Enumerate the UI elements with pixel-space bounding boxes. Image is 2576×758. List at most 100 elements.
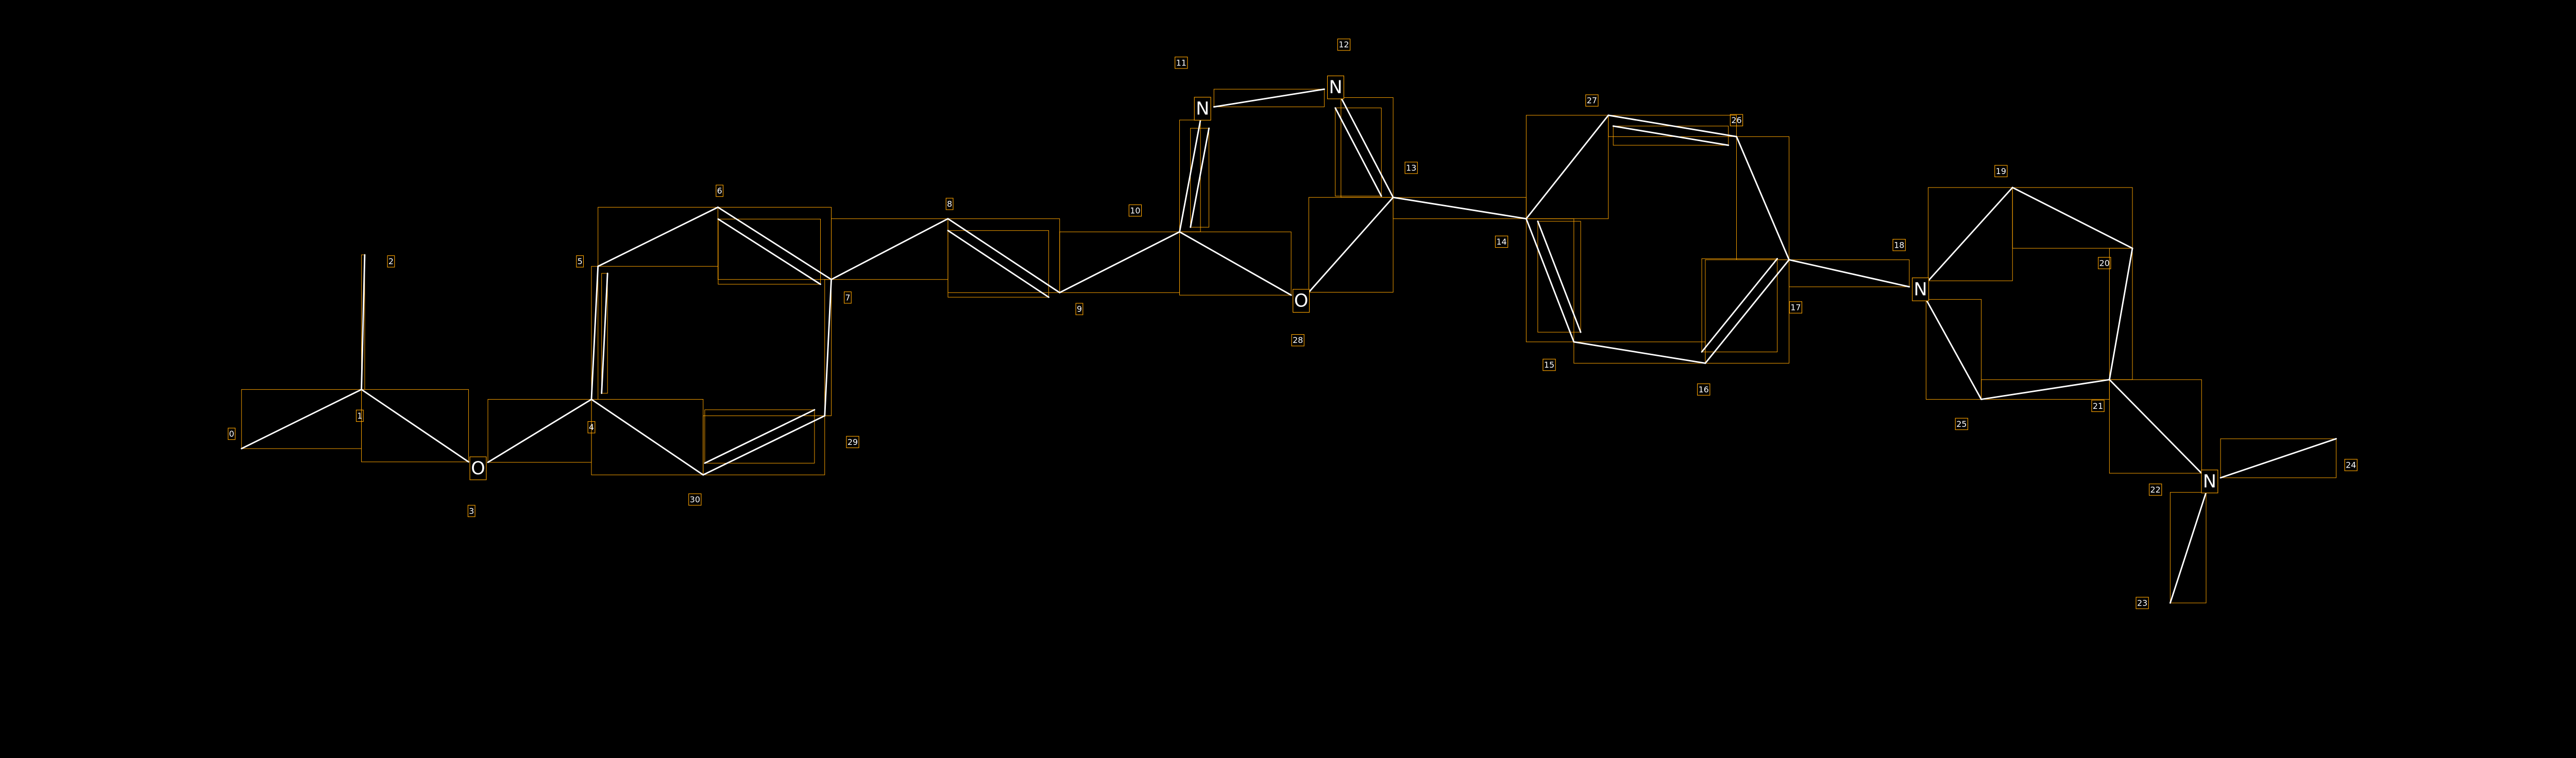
atom-index-label: 25 — [1956, 419, 1967, 429]
double-bond-line — [702, 415, 826, 476]
atom-index-box — [1495, 235, 1509, 248]
atom-30: 30 — [688, 493, 702, 506]
atom-symbol-box — [1912, 277, 1929, 301]
atom-index-label: 23 — [2137, 598, 2147, 608]
atom-index-box — [1585, 94, 1599, 107]
atom-23: 23 — [2136, 597, 2149, 609]
bond-bounding-box — [1789, 259, 1910, 287]
single-bond-line — [597, 206, 719, 267]
single-bond-line — [824, 279, 832, 417]
atoms: 012O345678910N11N121314151617N18192021N2… — [228, 39, 2358, 609]
atom-index-box — [1404, 162, 1418, 174]
atom-index-box — [843, 291, 852, 304]
atom-index-label: 29 — [848, 437, 858, 447]
atom-symbol: N — [2203, 471, 2216, 492]
single-bond-line — [361, 254, 366, 390]
atom-index-box — [1337, 39, 1351, 51]
atom-symbol: N — [1196, 98, 1209, 119]
atom-index-label: 4 — [589, 422, 594, 432]
atom-symbol-box — [1194, 97, 1211, 120]
atom-index-box — [1955, 418, 1969, 430]
single-bond-line — [2219, 438, 2337, 479]
bond-bounding-box — [1190, 128, 1210, 228]
atom-10: 10 — [1128, 204, 1142, 217]
atom-index-label: 20 — [2099, 258, 2110, 268]
atom-index-box — [846, 436, 859, 449]
atom-22: N 22 — [2148, 470, 2218, 496]
atom-index-box — [1175, 57, 1188, 69]
double-bond-line — [590, 265, 599, 400]
bond-bounding-box — [1573, 341, 1706, 364]
atom-index-label: 26 — [1731, 115, 1741, 125]
atom-index-label: 17 — [1790, 302, 1801, 312]
atom-15: 15 — [1543, 358, 1556, 371]
atom-index-label: 10 — [1130, 205, 1140, 215]
single-bond-line — [241, 388, 362, 450]
atom-index-label: 7 — [845, 292, 850, 302]
single-bond-line — [487, 399, 592, 463]
atom-21: 21 — [2091, 400, 2105, 412]
atom-index-label: 6 — [717, 186, 722, 196]
double-bond-line — [1607, 114, 1737, 137]
atom-index-label: 2 — [388, 256, 394, 266]
bond-bounding-box — [361, 389, 469, 462]
atom-index-label: 3 — [469, 506, 474, 516]
atom-index-box — [1697, 383, 1710, 396]
double-bond-inner-line — [1612, 125, 1730, 146]
single-bond-line — [1980, 378, 2110, 400]
atom-index-box — [1128, 204, 1142, 217]
atom-24: 24 — [2344, 459, 2358, 471]
bonds — [241, 88, 2337, 604]
bond-bounding-box — [591, 399, 704, 475]
atom-index-box — [587, 421, 596, 434]
atom-28: O28 — [1291, 289, 1310, 347]
atom-index-label: 30 — [690, 495, 700, 505]
atom-6: 6 — [716, 184, 724, 197]
atom-12: N12 — [1327, 39, 1351, 99]
bond-bounding-box — [2170, 492, 2207, 604]
atom-9: 9 — [1075, 303, 1083, 315]
atom-index-label: 13 — [1406, 163, 1416, 173]
bond-bounding-box — [2012, 187, 2133, 249]
atom-25: 25 — [1955, 418, 1969, 430]
atom-symbol: N — [1329, 77, 1342, 98]
single-bond-line — [2169, 491, 2207, 604]
bond-bounding-box — [718, 218, 821, 285]
atom-index-label: 14 — [1496, 237, 1506, 247]
double-bond-line — [1340, 96, 1394, 198]
single-bond-line — [2108, 247, 2133, 381]
atom-index-box — [688, 493, 702, 506]
double-bond-inner-line — [947, 230, 1049, 298]
single-bond-line — [1736, 135, 1790, 261]
atom-7: 7 — [843, 291, 852, 304]
bond-bounding-box — [1537, 221, 1581, 333]
atom-symbol-box — [469, 456, 487, 480]
atom-29: 29 — [846, 436, 859, 449]
single-bond-line — [2108, 378, 2202, 474]
atom-index-label: 5 — [578, 256, 583, 266]
bond-bounding-box — [2220, 438, 2336, 478]
atom-13: 13 — [1404, 162, 1418, 174]
atom-index-box — [2091, 400, 2105, 412]
atom-18: N18 — [1892, 239, 1929, 301]
atom-16: 16 — [1697, 383, 1710, 396]
single-bond-line — [831, 218, 949, 281]
atom-20: 20 — [2098, 257, 2111, 269]
atom-index-box — [1994, 165, 2008, 177]
bond-bounding-box — [1335, 108, 1382, 197]
bond-bounding-box — [1701, 258, 1778, 352]
bond-bounding-box — [1526, 218, 1574, 342]
atom-index-label: 22 — [2150, 485, 2161, 494]
atom-index-box — [1543, 358, 1556, 371]
atom-index-label: 27 — [1587, 96, 1597, 106]
atom-index-box — [2136, 597, 2149, 609]
atom-11: N11 — [1175, 57, 1211, 120]
atom-index-label: 21 — [2093, 401, 2103, 411]
atom-index-label: 28 — [1293, 335, 1303, 345]
atom-index-box — [1075, 303, 1083, 315]
single-bond-line — [1179, 231, 1292, 296]
atom-19: 19 — [1994, 165, 2008, 177]
double-bond-inner-line — [1537, 220, 1582, 333]
bond-bounding-box — [1213, 89, 1325, 108]
double-bond-line — [1179, 119, 1201, 233]
